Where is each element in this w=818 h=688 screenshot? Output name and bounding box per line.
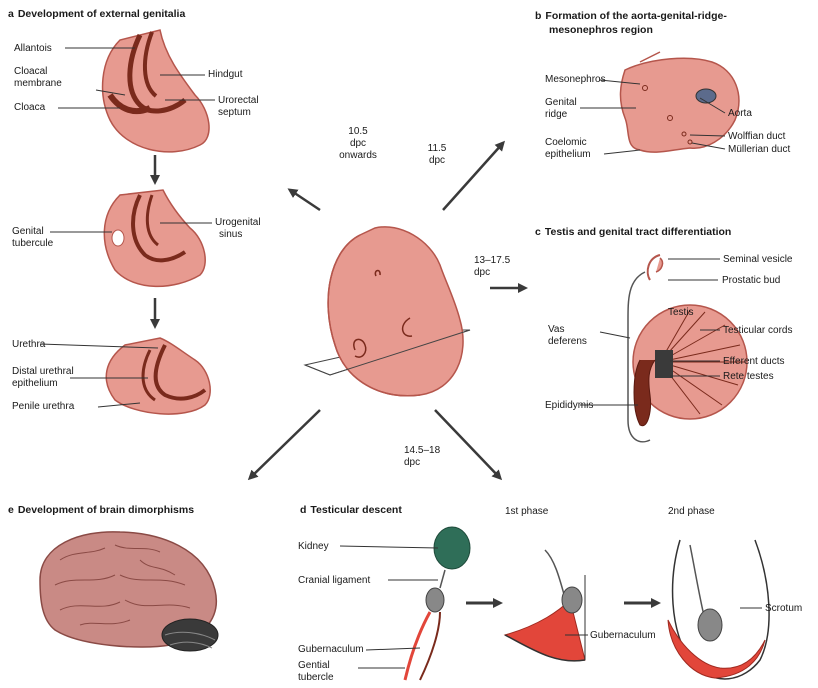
label-penile-urethra: Penile urethra [12, 401, 74, 412]
arrow-to-panel-a [290, 190, 320, 210]
label-aorta: Aorta [728, 108, 752, 119]
phase-1-label: 1st phase [505, 506, 548, 517]
timing-3-line2: dpc [474, 267, 490, 278]
label-genital-ridge-line1: Genital [545, 97, 577, 108]
panel-a-header: a Development of external genitalia [8, 8, 185, 20]
label-cranial-ligament: Cranial ligament [298, 575, 370, 586]
label-coelomic-line1: Coelomic [545, 137, 587, 148]
panel-b-letter: b [535, 10, 541, 22]
label-urethra: Urethra [12, 339, 45, 350]
panel-c-header: c Testis and genital tract differentiatio… [535, 226, 731, 238]
label-prostatic-bud: Prostatic bud [722, 275, 780, 286]
timing-1-line1: 10.5 [328, 126, 388, 137]
label-rete-testes: Rete testes [723, 371, 774, 382]
penile-urethra-stage-illustration [106, 338, 210, 414]
panel-b-header: b Formation of the aorta-genital-ridge- [535, 10, 727, 22]
panel-b-title-line1: Formation of the aorta-genital-ridge- [545, 10, 726, 22]
panel-a-title: Development of external genitalia [18, 8, 185, 20]
label-gential-tubercle-line1: Gential [298, 660, 330, 671]
panel-e-title: Development of brain dimorphisms [18, 504, 194, 516]
label-vas-deferens-line1: Vas [548, 324, 565, 335]
panel-e-header: e Development of brain dimorphisms [8, 504, 194, 516]
label-urogenital-line1: Urogenital [215, 217, 261, 228]
label-mullerian-duct: Müllerian duct [728, 144, 790, 155]
timing-1-line3: onwards [328, 150, 388, 161]
panel-e-letter: e [8, 504, 14, 516]
label-urorectal-line2: septum [218, 107, 251, 118]
label-allantois: Allantois [14, 43, 52, 54]
label-mesonephros: Mesonephros [545, 74, 606, 85]
brain-illustration [40, 532, 218, 651]
label-testicular-cords: Testicular cords [723, 325, 792, 336]
label-distal-urethral-line1: Distal urethral [12, 366, 74, 377]
timing-2-line1: 11.5 [417, 143, 457, 154]
genital-tubercle-stage-illustration [104, 190, 205, 286]
timing-2-line2: dpc [417, 155, 457, 166]
label-genital-tubercle-line2: tubercule [12, 238, 53, 249]
label-scrotum: Scrotum [765, 603, 802, 614]
timing-4-line1: 14.5–18 [404, 445, 440, 456]
label-wolffian-duct: Wolffian duct [728, 131, 785, 142]
panel-d-letter: d [300, 504, 306, 516]
label-cloacal-line2: membrane [14, 78, 62, 89]
label-gubernaculum-phase1: Gubernaculum [590, 630, 656, 641]
label-coelomic-line2: epithelium [545, 149, 591, 160]
label-kidney: Kidney [298, 541, 329, 552]
label-gubernaculum: Gubernaculum [298, 644, 364, 655]
label-genital-tubercle-line1: Genital [12, 226, 44, 237]
label-urogenital-line2: sinus [219, 229, 242, 240]
arrow-to-panel-d [435, 410, 500, 478]
label-seminal-vesicle: Seminal vesicle [723, 254, 792, 265]
label-gential-tubercle-line2: tubercle [298, 672, 334, 683]
phase-2-label: 2nd phase [668, 506, 715, 517]
aorta-gonad-mesonephros-illustration [620, 52, 738, 152]
label-genital-ridge-line2: ridge [545, 109, 567, 120]
label-efferent-ducts: Efferent ducts [723, 356, 785, 367]
timing-3-line1: 13–17.5 [474, 255, 510, 266]
label-epididymis: Epididymis [545, 400, 593, 411]
label-cloaca: Cloaca [14, 102, 45, 113]
timing-4-line2: dpc [404, 457, 420, 468]
panel-b-title-line2: mesonephros region [549, 24, 653, 36]
panel-d-header: d Testicular descent [300, 504, 402, 516]
panel-c-letter: c [535, 226, 541, 238]
panel-d-title: Testicular descent [310, 504, 401, 516]
label-vas-deferens-line2: deferens [548, 336, 587, 347]
testicular-descent-illustration [405, 527, 769, 680]
label-urorectal-line1: Urorectal [218, 95, 259, 106]
panel-c-title: Testis and genital tract differentiation [545, 226, 732, 238]
arrow-to-panel-e [250, 410, 320, 478]
embryo-illustration [305, 227, 470, 396]
label-cloacal-line1: Cloacal [14, 66, 47, 77]
panel-a-letter: a [8, 8, 14, 20]
label-hindgut: Hindgut [208, 69, 242, 80]
label-distal-urethral-line2: epithelium [12, 378, 58, 389]
label-testis: Testis [668, 307, 694, 318]
timing-1-line2: dpc [328, 138, 388, 149]
